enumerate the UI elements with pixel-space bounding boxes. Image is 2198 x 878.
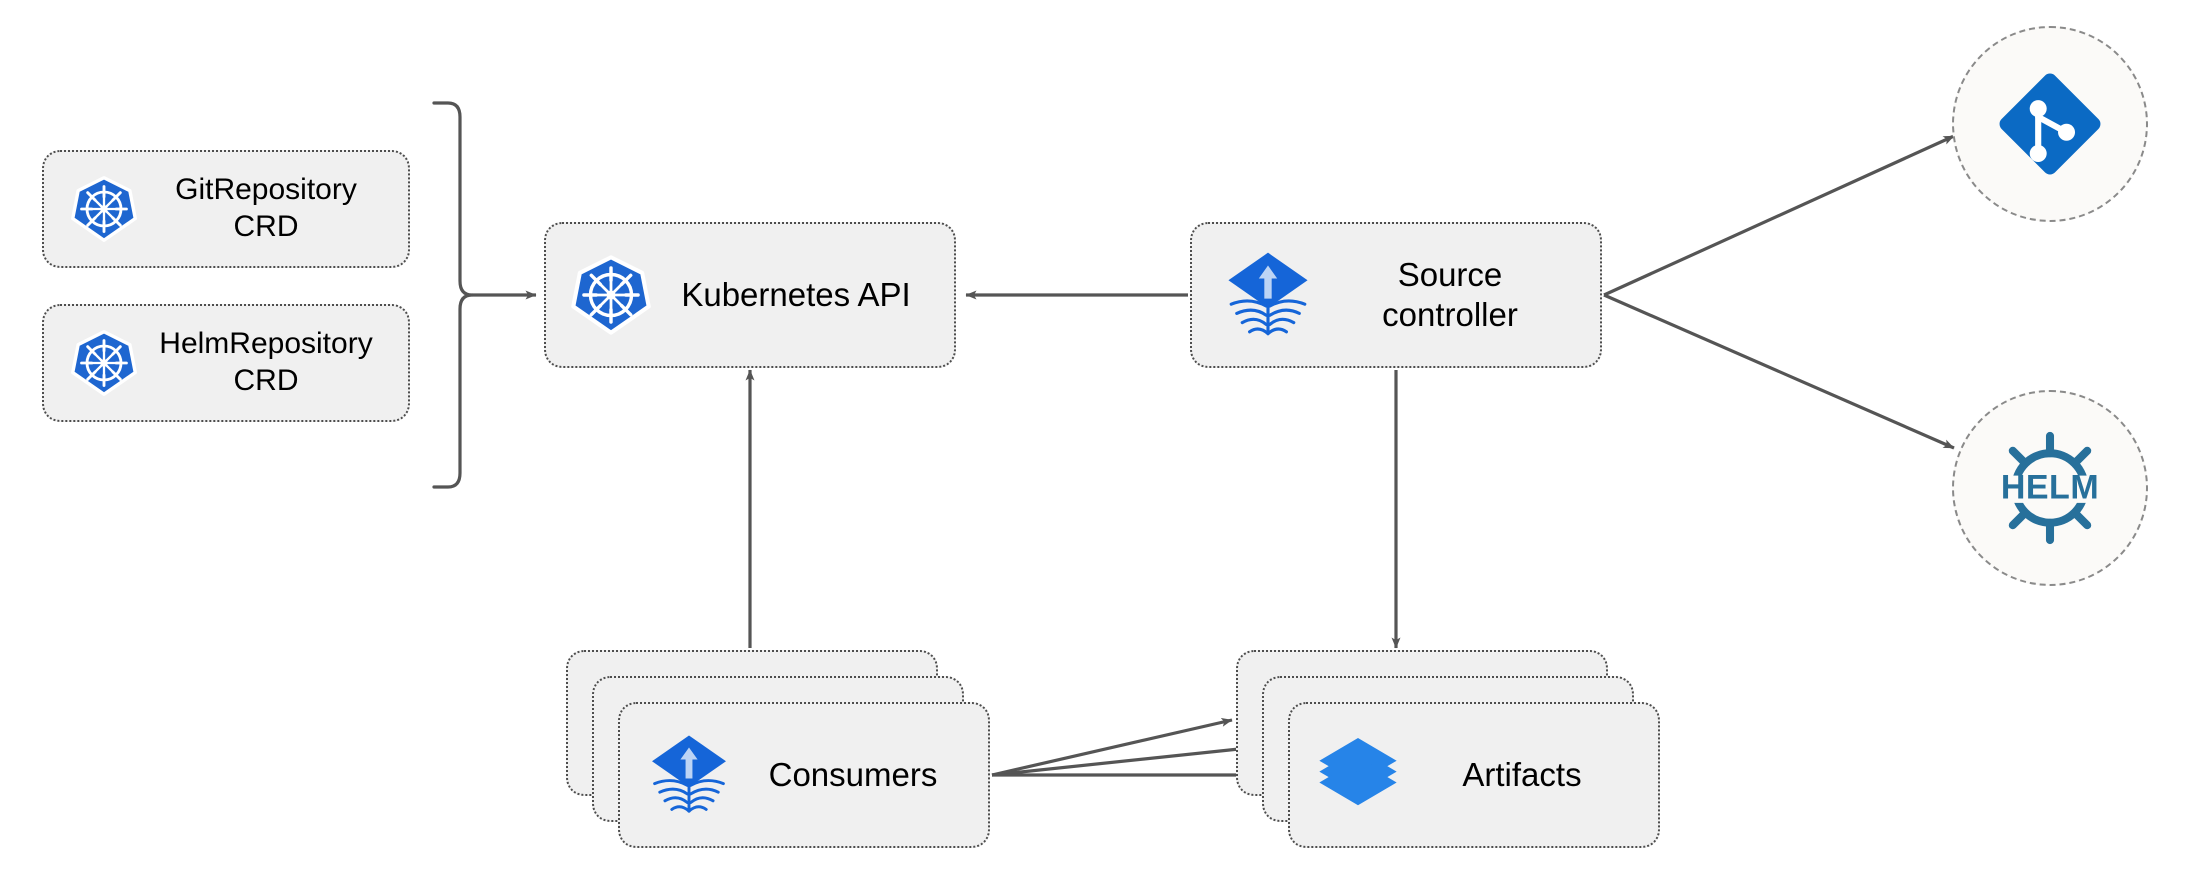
node-source-controller[interactable]: Source controller bbox=[1190, 222, 1602, 368]
kubernetes-icon bbox=[570, 254, 652, 336]
edge-source-controller-to-helm bbox=[1603, 293, 1955, 450]
node-git-source[interactable] bbox=[1952, 26, 2148, 222]
node-artifacts-stack[interactable]: Artifacts bbox=[1236, 650, 1666, 850]
node-artifacts[interactable]: Artifacts bbox=[1288, 702, 1660, 848]
node-label: Artifacts bbox=[1462, 755, 1582, 793]
helm-icon: HELM bbox=[1988, 426, 2112, 550]
node-label: Kubernetes API bbox=[681, 275, 911, 313]
node-label: HelmRepository CRD bbox=[159, 327, 373, 397]
kubernetes-icon bbox=[70, 329, 138, 397]
node-git-repository-crd[interactable]: GitRepository CRD bbox=[42, 150, 410, 268]
flux-icon bbox=[1222, 249, 1314, 341]
helm-wordmark: HELM bbox=[2000, 468, 2100, 507]
git-icon bbox=[1991, 65, 2109, 183]
node-label: Source controller bbox=[1382, 255, 1518, 333]
flux-icon bbox=[646, 732, 732, 818]
edge-crds-to-kubernetes-api bbox=[432, 101, 537, 489]
edge-source-controller-to-git bbox=[1603, 134, 1955, 297]
node-helm-source[interactable]: HELM bbox=[1952, 390, 2148, 586]
node-label: GitRepository CRD bbox=[175, 173, 357, 243]
node-helm-repository-crd[interactable]: HelmRepository CRD bbox=[42, 304, 410, 422]
node-kubernetes-api[interactable]: Kubernetes API bbox=[544, 222, 956, 368]
kubernetes-icon bbox=[70, 175, 138, 243]
node-consumers-stack[interactable]: Consumers bbox=[566, 650, 996, 850]
node-label: Consumers bbox=[768, 755, 938, 793]
layers-icon bbox=[1316, 733, 1400, 817]
edge-consumers-to-artifacts-2 bbox=[991, 743, 1259, 777]
node-consumers[interactable]: Consumers bbox=[618, 702, 990, 848]
edge-consumers-to-artifacts-1 bbox=[991, 717, 1233, 777]
